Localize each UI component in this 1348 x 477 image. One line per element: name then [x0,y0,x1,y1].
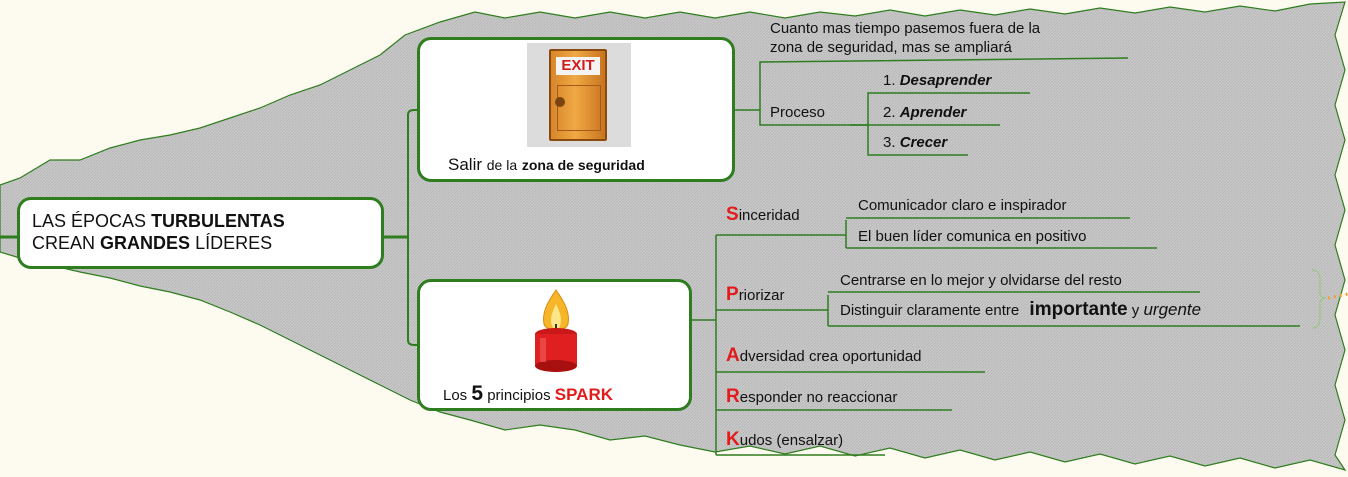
priorizar-item-2c: y [1131,302,1140,319]
step-3: 3. Crecer [883,134,947,152]
letter-p: P [726,284,739,305]
principle-s-rest: inceridad [738,207,800,224]
principle-kudos: Kudos (ensalzar) [726,429,844,450]
sinceridad-item-1: Comunicador claro e inspirador [858,197,1067,214]
letter-k: K [726,429,740,450]
step-2: 2. Aprender [883,104,966,122]
spark-node-label: Los 5 principios SPARK [443,382,614,405]
exit-to-children [734,57,1129,126]
principle-k-rest: udos (ensalzar) [739,432,844,449]
candle-svg [535,289,577,372]
step-1-num: 1. [883,72,896,89]
step-2-text: Aprender [899,104,967,121]
spark-label-b: principios [487,387,551,404]
root-text-2c: LÍDERES [195,233,273,253]
exit-label-a: Salir [448,155,483,174]
proceso-branch [850,92,1030,156]
exit-door-image: EXIT [527,43,631,147]
step-2-num: 2. [883,104,896,121]
branch-exit-connector [407,109,418,237]
exit-label-c: zona de seguridad [521,157,645,173]
exit-note-line2: zona de seguridad, mas se ampliará [770,39,1012,56]
step-1: 1. Desaprender [883,72,991,90]
exit-node[interactable]: EXIT Salir de la zona de seguridad [417,37,735,182]
exit-node-label: Salir de la zona de seguridad [448,156,645,174]
principle-responder: Responder no reaccionar [726,386,898,407]
spark-node[interactable]: Los 5 principios SPARK [417,279,692,411]
principle-p-rest: riorizar [738,287,785,304]
root-text-2a: CREAN [32,233,96,253]
sinceridad-branch [845,217,1157,249]
principle-a-rest: dversidad crea oportunidad [739,348,922,365]
spark-spine [690,235,717,455]
priorizar-branch [827,291,1300,327]
priorizar-item-2b: importante [1029,299,1128,320]
branch-spark-connector [407,237,418,346]
root-node[interactable]: LAS ÉPOCAS TURBULENTAS CREAN GRANDES LÍD… [17,197,384,269]
priorizar-item-2a: Distinguir claramente entre [840,302,1020,319]
priorizar-item-1: Centrarse en lo mejor y olvidarse del re… [840,272,1122,289]
principle-priorizar: Priorizar [726,284,785,305]
exit-sign: EXIT [556,57,600,75]
spark-label-c: SPARK [554,385,614,404]
exit-note-line1: Cuanto mas tiempo pasemos fuera de la [770,20,1041,37]
root-text-1a: LAS ÉPOCAS [32,211,147,231]
door-knob [555,97,565,107]
step-3-num: 3. [883,134,896,151]
spark-leaves [716,234,985,456]
step-3-text: Crecer [899,134,948,151]
step-1-text: Desaprender [899,72,992,89]
letter-r: R [726,386,740,407]
letter-s: S [726,204,739,225]
root-text-1b: TURBULENTAS [151,211,285,231]
priorizar-item-2: Distinguir claramente entre importante y… [840,299,1202,320]
sinceridad-item-2: El buen líder comunica en positivo [858,228,1087,245]
candle-icon [526,286,586,374]
principle-sinceridad: Sinceridad [726,204,800,225]
exit-label-b: de la [486,157,518,173]
principle-r-rest: esponder no reaccionar [739,389,898,406]
priorizar-bracket [1311,269,1327,329]
spark-label-num: 5 [471,382,484,405]
spark-label-a: Los [443,387,468,404]
root-text-2b: GRANDES [100,233,191,253]
door-icon: EXIT [549,49,607,141]
principle-adversidad: Adversidad crea oportunidad [726,345,922,366]
process-label: Proceso [770,104,826,121]
priorizar-item-2d: urgente [1143,300,1202,319]
letter-a: A [726,345,740,366]
